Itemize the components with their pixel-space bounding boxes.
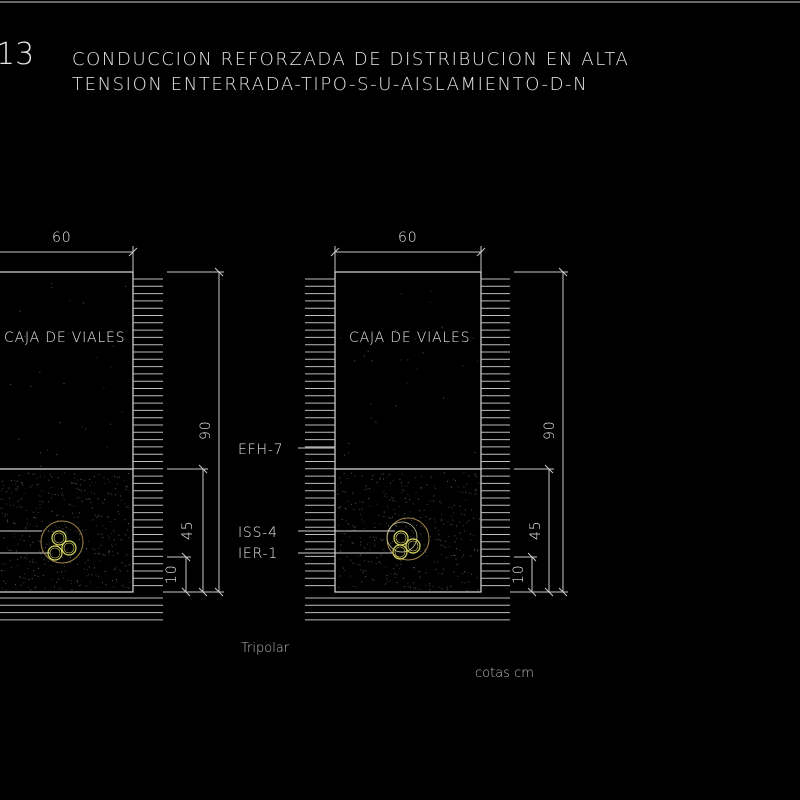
cable-caption: Tripolar	[241, 641, 290, 656]
soil-hatch-right-right	[481, 278, 510, 587]
dim-10-right: 10	[511, 565, 527, 584]
callout-ier-1: IER-1	[238, 546, 278, 562]
dim-width-left: 60	[52, 230, 71, 246]
box-label-right: CAJA DE VIALES	[349, 330, 470, 346]
soil-hatch-right-bottom	[305, 597, 510, 621]
dim-90-left: 90	[198, 421, 214, 440]
dim-tick	[330, 247, 340, 257]
dim-tick	[544, 587, 554, 597]
dim-10-left: 10	[164, 565, 180, 584]
soil-hatch-left-right	[133, 278, 163, 587]
dim-tick	[214, 267, 224, 277]
dim-tick	[181, 552, 191, 562]
tripolar-cable-right	[386, 517, 430, 561]
trench-box-right	[334, 271, 482, 593]
sand-fill-left	[0, 282, 131, 591]
dim-tick	[544, 464, 554, 474]
tripolar-cable-left	[0, 520, 84, 564]
section-right: 60 CAJA DE VIALES 90 45 10	[305, 230, 568, 621]
dim-tick	[198, 464, 208, 474]
units-note: cotas cm	[475, 666, 534, 681]
dim-90-right: 90	[542, 421, 558, 440]
dim-tick-left	[128, 247, 138, 257]
dim-width-right: 60	[398, 230, 417, 246]
box-label-left: CAJA DE VIALES	[4, 330, 125, 346]
sand-fill-right	[337, 290, 480, 591]
dim-tick	[527, 587, 537, 597]
section-left: 60 CAJA DE VIALES 90 45 10	[0, 230, 224, 621]
dim-tick	[527, 552, 537, 562]
callouts: EFH-7 ISS-4 IER-1	[238, 442, 395, 562]
dim-tick	[558, 587, 568, 597]
dim-tick	[198, 587, 208, 597]
dim-45-left: 45	[180, 521, 196, 540]
dim-tick	[476, 247, 486, 257]
dim-45-right: 45	[528, 521, 544, 540]
title-line-2: TENSION ENTERRADA-TIPO-S-U-AISLAMIENTO-D…	[72, 74, 588, 95]
dim-tick	[214, 587, 224, 597]
soil-hatch-right-left	[305, 278, 335, 587]
callout-iss-4: ISS-4	[238, 525, 278, 541]
dim-tick	[181, 587, 191, 597]
dim-tick	[558, 267, 568, 277]
title-line-1: CONDUCCION REFORZADA DE DISTRIBUCION EN …	[72, 49, 629, 70]
sheet-number: 13	[0, 37, 34, 72]
callout-efh-7: EFH-7	[238, 442, 283, 458]
soil-hatch-left-bottom	[0, 597, 163, 621]
